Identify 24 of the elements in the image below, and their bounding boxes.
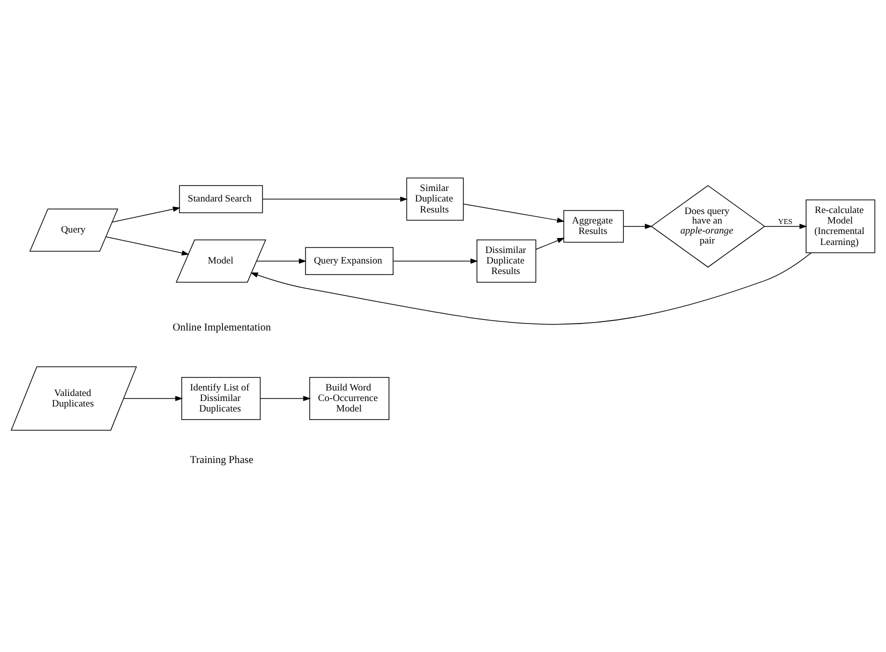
- label: Online Implementation: [172, 322, 271, 334]
- label: Training Phase: [190, 455, 254, 466]
- node-box: Aggregate Results: [563, 210, 624, 243]
- edge-label: YES: [778, 217, 792, 226]
- arrow: [123, 396, 183, 402]
- arrow: [536, 238, 565, 250]
- node-box: Build Word Co-Occurrence Model: [309, 376, 390, 420]
- arrow: [112, 206, 180, 222]
- arrow: [250, 252, 812, 324]
- arrow: [256, 258, 306, 264]
- node-box: Re-calculate Model (Incremental Learning): [806, 200, 876, 254]
- node-box: Query Expansion: [305, 247, 394, 276]
- arrow: [262, 196, 408, 202]
- node-diamond: Does query have an apple-orange pair: [650, 185, 766, 268]
- node-box: Standard Search: [179, 185, 263, 214]
- arrow: [260, 396, 311, 402]
- arrow: [623, 224, 652, 229]
- arrow: [392, 258, 478, 264]
- arrow: [764, 224, 808, 229]
- arrow: [106, 236, 190, 256]
- node-box: Identify List of Dissimilar Duplicates: [181, 376, 261, 420]
- node-box: Dissimilar Duplicate Results: [476, 240, 536, 283]
- arrow: [463, 204, 565, 223]
- node-box: Similar Duplicate Results: [406, 178, 464, 221]
